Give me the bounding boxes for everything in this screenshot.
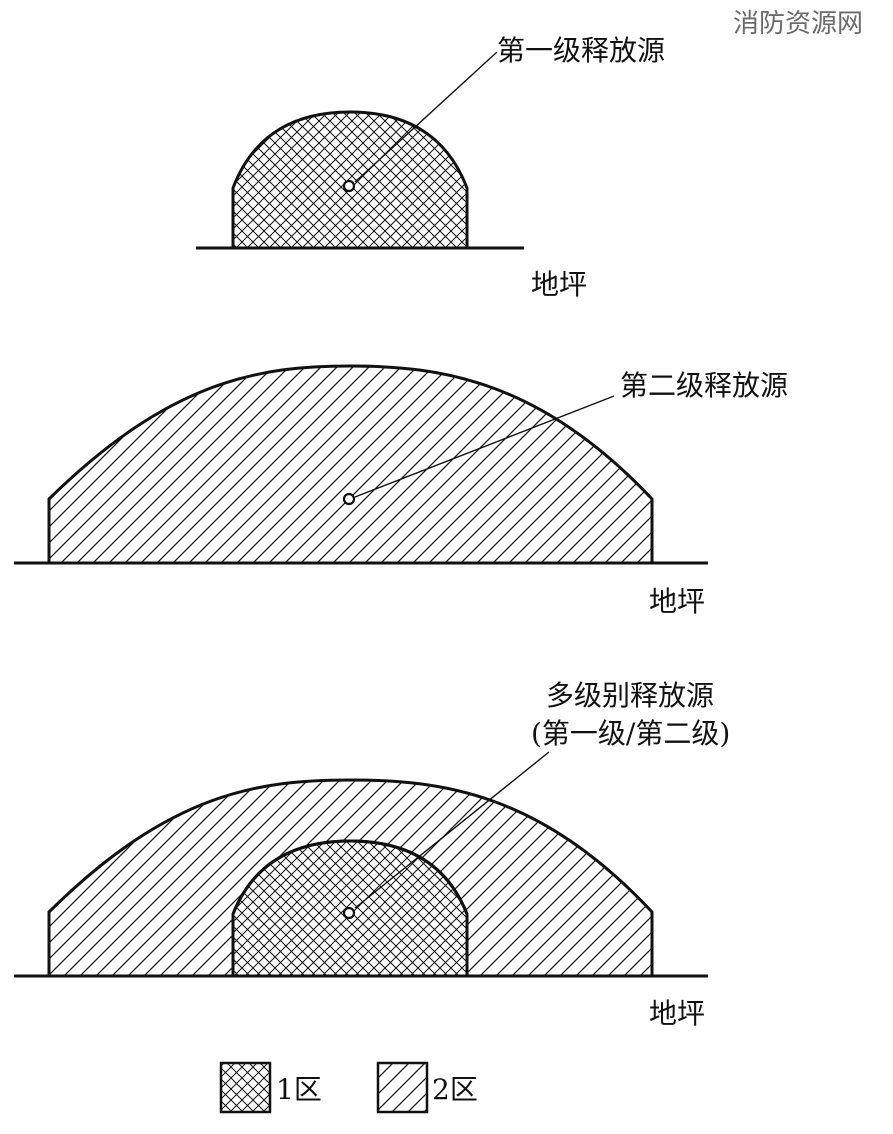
release-source-point: [342, 492, 356, 506]
release-source-point: [342, 906, 356, 920]
legend-label-zone1: 1区: [276, 1073, 322, 1106]
diagram-second-grade-source: 第二级释放源 地坪: [14, 364, 788, 618]
zone2-area: [47, 364, 654, 565]
legend-label-zone2: 2区: [432, 1073, 478, 1106]
watermark-text: 消防资源网: [733, 9, 863, 39]
ground-label: 地坪: [649, 997, 705, 1030]
release-source-point: [342, 179, 356, 193]
source-label: 第一级释放源: [497, 34, 665, 67]
legend-swatch-zone2: [376, 1061, 429, 1114]
diagram-multi-grade-source: 多级别释放源 (第一级/第二级) 地坪: [14, 679, 730, 1030]
diagram-first-grade-source: 第一级释放源 地坪: [196, 34, 665, 301]
source-label-subtitle: (第一级/第二级): [531, 717, 730, 750]
source-label: 第二级释放源: [620, 369, 788, 402]
leader-line: [354, 51, 498, 183]
legend-swatch-zone1: [219, 1061, 272, 1114]
ground-label: 地坪: [649, 585, 705, 618]
ground-label: 地坪: [531, 268, 587, 301]
leader-line: [354, 395, 615, 498]
legend: 1区 2区: [219, 1061, 478, 1114]
source-label: 多级别释放源: [546, 679, 714, 712]
leader-line: [354, 751, 550, 909]
